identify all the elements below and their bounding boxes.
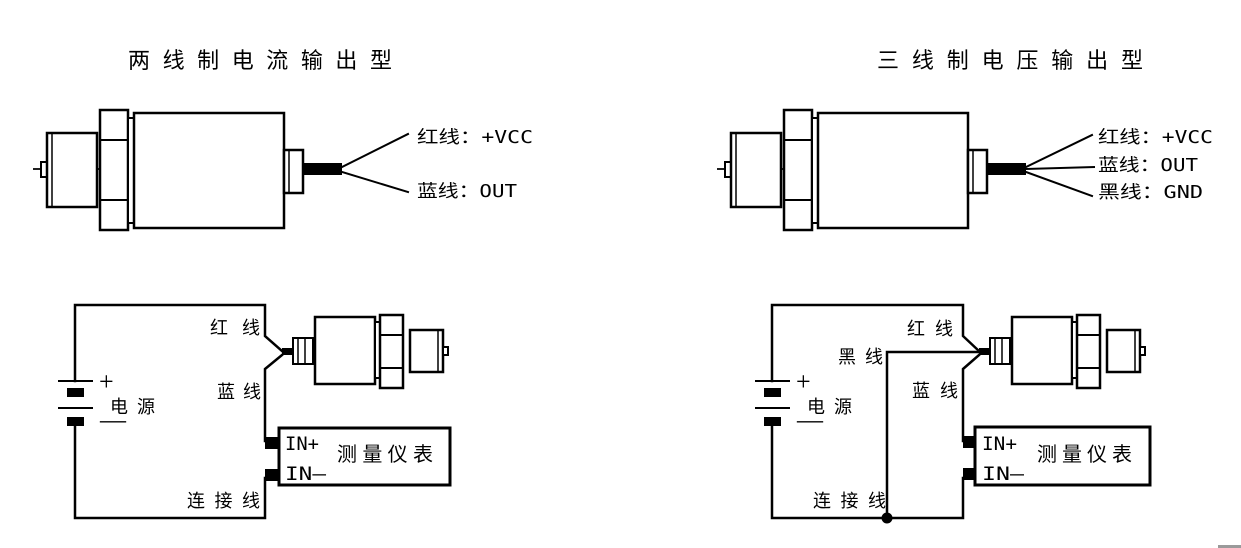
in-minus-label: IN— <box>982 463 1025 485</box>
blue-wire-path <box>961 353 981 443</box>
battery-symbol <box>58 380 93 426</box>
left-panel-title: 两线制电流输出型 <box>128 48 392 73</box>
power-minus-sign: — <box>99 405 127 434</box>
junction-dot <box>881 512 893 524</box>
instrument-box <box>277 426 452 487</box>
left-circuit-sensor <box>280 313 450 390</box>
right-black-wire-label: 黑线：GND <box>1098 183 1203 203</box>
blue-wire-name: 蓝线 <box>217 382 261 402</box>
in-minus-terminal <box>265 469 280 481</box>
left-panel: 两线制电流输出型 红线：+VCC 蓝线：OUT + 电源 — 红线 蓝线 <box>31 48 533 520</box>
right-circuit-sensor <box>977 313 1147 390</box>
left-sensor-illustration <box>31 108 344 232</box>
red-wire-name: 红线 <box>907 319 953 339</box>
right-circuit: + 电源 — 红线 黑线 蓝线 连接线 IN+ IN— 测量仪表 <box>755 303 1152 524</box>
left-blue-wire-label: 蓝线：OUT <box>417 182 518 202</box>
red-wire-path <box>770 303 981 383</box>
right-sensor-illustration <box>715 108 1028 232</box>
power-plus-sign: + <box>796 367 811 396</box>
red-wire <box>340 132 410 169</box>
right-blue-wire-label: 蓝线：OUT <box>1098 156 1199 176</box>
red-wire-path <box>73 303 284 383</box>
black-wire <box>1024 170 1094 198</box>
return-wire-path <box>770 424 965 520</box>
connect-wire-name: 连接线 <box>813 491 886 511</box>
blue-wire-name: 蓝线 <box>912 381 958 401</box>
instrument-box <box>973 425 1152 487</box>
connect-wire-name: 连接线 <box>187 491 260 511</box>
right-red-wire-label: 红线：+VCC <box>1098 128 1213 148</box>
in-plus-label: IN+ <box>285 433 319 455</box>
in-plus-terminal <box>265 437 280 449</box>
red-wire <box>1024 133 1094 169</box>
page-edge-artifact <box>1218 545 1241 548</box>
left-circuit: + 电源 — 红线 蓝线 连接线 IN+ IN— 测量仪表 <box>58 303 452 520</box>
left-red-wire-label: 红线：+VCC <box>417 128 533 148</box>
blue-wire <box>340 170 410 194</box>
battery-symbol <box>755 380 790 426</box>
right-panel-title: 三线制电压输出型 <box>877 48 1143 73</box>
return-wire-path <box>73 424 267 520</box>
blue-wire-path <box>263 353 284 443</box>
blue-wire <box>1024 165 1096 171</box>
red-wire-name: 红线 <box>210 318 260 338</box>
power-plus-sign: + <box>99 367 114 396</box>
black-wire-path <box>885 350 981 520</box>
right-panel: 三线制电压输出型 红线：+VCC 蓝线：OUT 黑线：GND + 电源 — <box>715 48 1213 524</box>
in-plus-label: IN+ <box>982 433 1017 455</box>
in-minus-label: IN— <box>285 463 327 485</box>
power-minus-sign: — <box>796 405 824 434</box>
black-wire-name: 黑线 <box>838 347 883 367</box>
